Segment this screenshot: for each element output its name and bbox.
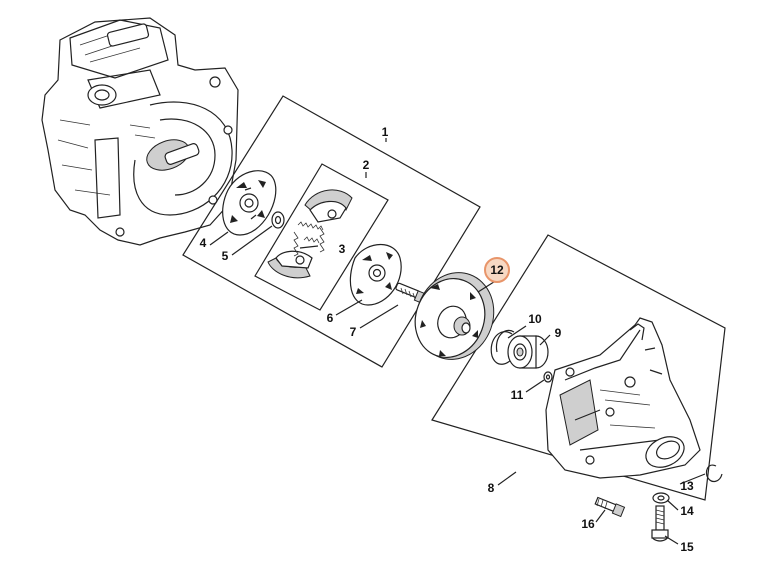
washer-small (652, 492, 670, 504)
callout-4[interactable]: 4 (200, 236, 207, 250)
assembly-frame-1 (182, 95, 481, 368)
callout-9[interactable]: 9 (555, 326, 562, 340)
callout-16[interactable]: 16 (581, 517, 595, 531)
leader-lines (209, 138, 706, 545)
sleeve (543, 371, 553, 383)
callout-6[interactable]: 6 (327, 311, 334, 325)
clutch-spring (293, 221, 325, 257)
circlip (705, 464, 723, 483)
callout-8[interactable]: 8 (488, 481, 495, 495)
callout-7[interactable]: 7 (350, 325, 357, 339)
clutch-carrier-plate (222, 170, 277, 236)
callout-12[interactable]: 12 (490, 263, 504, 277)
callout-2[interactable]: 2 (363, 158, 370, 172)
callout-14[interactable]: 14 (680, 504, 694, 518)
callout-1[interactable]: 1 (382, 125, 389, 139)
callout-5[interactable]: 5 (222, 249, 229, 263)
clutch-shoe-lower (267, 250, 313, 279)
callout-13[interactable]: 13 (680, 479, 694, 493)
retaining-ring (490, 329, 515, 365)
callout-11[interactable]: 11 (511, 388, 524, 402)
clutch-drum (414, 272, 495, 360)
highlight-ring-12 (484, 257, 510, 283)
clutch-shoe-upper (304, 189, 353, 223)
callout-15[interactable]: 15 (680, 540, 694, 554)
callout-3[interactable]: 3 (339, 242, 346, 256)
callout-10[interactable]: 10 (528, 312, 542, 326)
ball-bearing (507, 335, 549, 369)
engine-crankcase (41, 17, 239, 246)
bolt-vertical (651, 505, 669, 542)
clutch-cover-plate (349, 244, 402, 306)
washer (271, 211, 285, 229)
clutch-cover-housing (545, 317, 701, 479)
bolt-angled (594, 496, 626, 518)
assembly-frame-2 (254, 163, 389, 311)
